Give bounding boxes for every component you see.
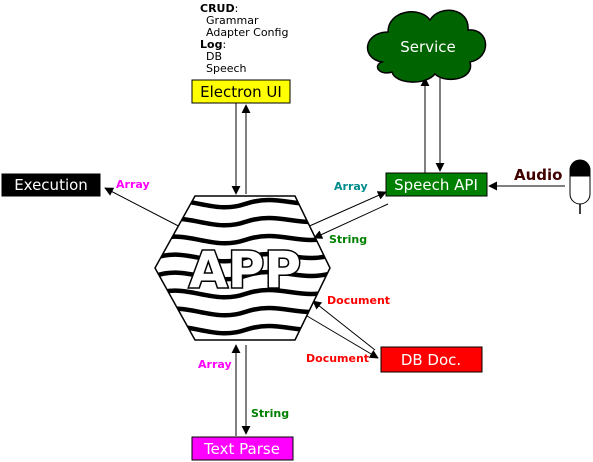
crud-item-adapter-config: Adapter Config [206,26,288,39]
log-item-speech: Speech [206,62,247,75]
electron-ui-rect [191,79,291,104]
app-label: APP [189,241,301,299]
textparse-string-label: String [251,407,289,420]
speech-to-app-arrow [313,203,389,239]
log-heading: Log: [200,38,226,51]
execution-label: Execution [14,176,88,194]
speech-api-box: Speech API [385,172,488,197]
db-document-out-label: Document [306,352,369,365]
app-hexagon-shape [154,195,331,341]
crud-item-grammar: Grammar [206,14,259,27]
speech-api-rect [385,172,488,197]
connectors [104,77,565,436]
microphone-icon [569,159,591,214]
execution-rect [1,173,101,197]
crud-heading: CRUD: [200,2,238,15]
text-parse-rect [191,436,294,461]
service-cloud: Service [366,9,487,83]
log-item-db: DB [206,50,222,63]
text-parse-box: Text Parse [191,436,294,461]
textparse-array-label: Array [198,358,232,371]
notes-block: CRUD: Grammar Adapter Config Log: DB Spe… [200,2,288,75]
text-parse-label: Text Parse [203,440,280,458]
execution-box: Execution [1,173,101,197]
service-label: Service [400,38,455,56]
electron-ui-label: Electron UI [200,83,282,101]
db-doc-label: DB Doc. [401,351,461,369]
speech-array-label: Array [334,180,368,193]
electron-ui-box: Electron UI [191,79,291,104]
speech-string-label: String [329,233,367,246]
app-to-speech-arrow [304,191,387,229]
db-doc-rect [380,346,483,373]
app-hexagon: APP [154,195,331,341]
audio-label: Audio [514,166,562,184]
service-cloud-shape [366,9,487,83]
db-doc-box: DB Doc. [380,346,483,373]
speech-api-label: Speech API [394,176,478,194]
app-to-execution-arrow [104,187,191,233]
app-to-db-arrow [301,312,379,359]
db-document-in-label: Document [327,294,390,307]
execution-array-label: Array [116,178,150,191]
db-to-app-arrow [312,300,376,351]
